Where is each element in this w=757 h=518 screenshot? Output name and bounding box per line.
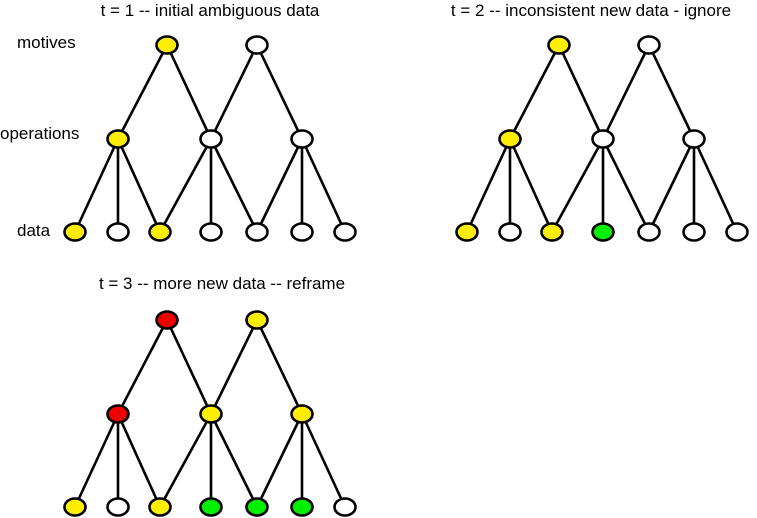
t1-edge — [255, 43, 304, 141]
t2-operation-node-2 — [591, 129, 615, 149]
t1-data-node-2 — [106, 222, 130, 242]
panel-t3-graph — [63, 310, 357, 517]
t3-edge — [209, 318, 259, 416]
t2-data-node-3 — [540, 222, 564, 242]
t2-edge — [601, 137, 651, 234]
t1-operation-node-2 — [199, 129, 223, 149]
t1-motive-node-1 — [155, 35, 179, 55]
t3-edge — [255, 318, 304, 416]
t1-data-node-1 — [63, 222, 87, 242]
panel-title-t1: t = 1 -- initial ambiguous data — [101, 1, 320, 20]
t1-edge — [158, 137, 213, 234]
t3-edge — [300, 412, 347, 509]
t1-data-node-5 — [245, 222, 269, 242]
t1-operation-node-3 — [290, 129, 314, 149]
t2-operation-node-3 — [682, 129, 706, 149]
t2-edge — [508, 137, 554, 234]
t2-data-node-7 — [725, 222, 749, 242]
t1-edge — [255, 137, 304, 234]
t1-data-node-3 — [148, 222, 172, 242]
t3-edge — [255, 412, 304, 509]
t2-edge — [550, 137, 605, 234]
t2-edge — [647, 43, 696, 141]
t2-edge — [508, 43, 561, 141]
t3-data-node-7 — [333, 497, 357, 517]
panel-title-t3: t = 3 -- more new data -- reframe — [99, 274, 345, 293]
t1-edge — [209, 43, 259, 141]
t2-data-node-1 — [455, 222, 479, 242]
t2-edge — [647, 137, 696, 234]
t3-data-node-6 — [290, 497, 314, 517]
t2-edge — [692, 137, 739, 234]
t2-edge — [465, 137, 512, 234]
t3-motive-node-2 — [245, 310, 269, 330]
panel-t1-graph — [63, 35, 357, 242]
t3-operation-node-1 — [106, 404, 130, 424]
t1-operation-node-1 — [106, 129, 130, 149]
panel-t2-graph — [455, 35, 749, 242]
level-label-data: data — [17, 221, 51, 240]
t1-edge — [116, 43, 169, 141]
t2-data-node-4 — [591, 222, 615, 242]
t2-motive-node-2 — [637, 35, 661, 55]
t2-data-node-6 — [682, 222, 706, 242]
t2-data-node-5 — [637, 222, 661, 242]
t3-data-node-1 — [63, 497, 87, 517]
t3-data-node-4 — [199, 497, 223, 517]
t3-edge — [116, 318, 169, 416]
t3-data-node-5 — [245, 497, 269, 517]
t2-motive-node-1 — [547, 35, 571, 55]
t1-data-node-4 — [199, 222, 223, 242]
t1-edge — [209, 137, 259, 234]
t3-operation-node-3 — [290, 404, 314, 424]
t3-operation-node-2 — [199, 404, 223, 424]
t1-data-node-7 — [333, 222, 357, 242]
t2-edge — [557, 43, 605, 141]
t1-edge — [116, 137, 162, 234]
t1-motive-node-2 — [245, 35, 269, 55]
t1-data-node-6 — [290, 222, 314, 242]
level-label-operations: operations — [0, 124, 79, 143]
t3-edge — [73, 412, 120, 509]
t2-data-node-2 — [498, 222, 522, 242]
t3-edge — [209, 412, 259, 509]
level-label-motives: motives — [17, 33, 76, 52]
t1-edge — [300, 137, 347, 234]
t3-data-node-3 — [148, 497, 172, 517]
t1-edge — [73, 137, 120, 234]
t1-edge — [165, 43, 213, 141]
t3-edge — [165, 318, 213, 416]
t2-operation-node-1 — [498, 129, 522, 149]
t2-edge — [601, 43, 651, 141]
t3-edge — [158, 412, 213, 509]
t3-data-node-2 — [106, 497, 130, 517]
t3-motive-node-1 — [155, 310, 179, 330]
panel-title-t2: t = 2 -- inconsistent new data - ignore — [451, 1, 731, 20]
t3-edge — [116, 412, 162, 509]
